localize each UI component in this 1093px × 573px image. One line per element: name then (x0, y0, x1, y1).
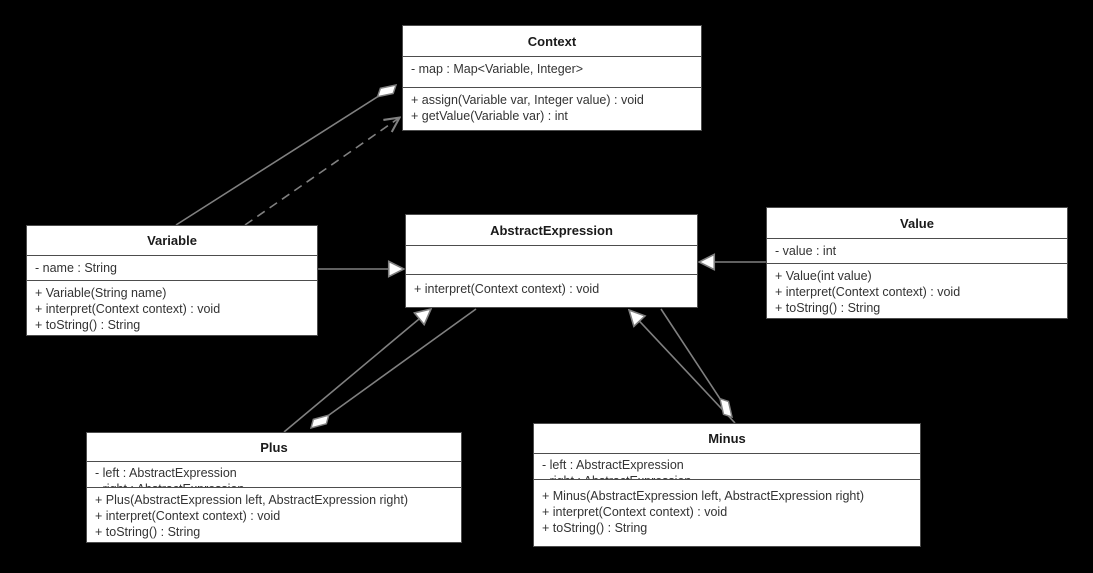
attributes-compartment-minus: - left : AbstractExpression - right : Ab… (534, 453, 920, 479)
operation-row: + toString() : String (775, 301, 881, 315)
operations-compartment-value: + Value(int value) + interpret(Context c… (767, 263, 1067, 319)
operations-compartment-abstractexpression: + interpret(Context context) : void (406, 274, 697, 308)
operation-row: + assign(Variable var, Integer value) : … (411, 93, 644, 107)
attribute-row: - value : int (775, 244, 837, 258)
operations-compartment-context: + assign(Variable var, Integer value) : … (403, 87, 701, 130)
attribute-row: - map : Map<Variable, Integer> (411, 62, 584, 76)
uml-class-abstractexpression[interactable]: AbstractExpression + interpret(Context c… (405, 214, 698, 308)
attribute-row: - right : AbstractExpression (95, 481, 453, 487)
attribute-row: - name : String (35, 261, 117, 275)
attributes-compartment-abstractexpression (406, 245, 697, 274)
edge-variable-context-aggregation (175, 85, 396, 226)
class-name-plus: Plus (260, 439, 288, 455)
uml-class-context[interactable]: Context - map : Map<Variable, Integer> +… (402, 25, 702, 131)
attribute-row: - right : AbstractExpression (542, 473, 912, 479)
class-name-minus: Minus (708, 431, 746, 446)
edge-abstractexpression-minus-aggregation (660, 308, 732, 417)
class-name-abstractexpression: AbstractExpression (490, 222, 613, 238)
edge-variable-context-dependency (244, 118, 399, 226)
uml-class-variable[interactable]: Variable - name : String + Variable(Stri… (26, 225, 318, 336)
operation-row: + toString() : String (35, 318, 141, 332)
attributes-compartment-value: - value : int (767, 238, 1067, 263)
uml-class-minus[interactable]: Minus - left : AbstractExpression - righ… (533, 423, 921, 547)
operation-row: + interpret(Context context) : void (775, 285, 961, 299)
operation-row: + interpret(Context context) : void (95, 509, 281, 523)
operation-row: + Minus(AbstractExpression left, Abstrac… (542, 489, 865, 503)
operations-compartment-variable: + Variable(String name) + interpret(Cont… (27, 280, 317, 336)
operation-row: + toString() : String (95, 525, 201, 539)
attribute-row: - left : AbstractExpression (95, 466, 237, 480)
operations-compartment-plus: + Plus(AbstractExpression left, Abstract… (87, 487, 461, 542)
attribute-row: - left : AbstractExpression (542, 458, 684, 472)
class-name-value: Value (900, 215, 934, 231)
uml-class-value[interactable]: Value - value : int + Value(int value) +… (766, 207, 1068, 319)
uml-class-plus[interactable]: Plus - left : AbstractExpression - right… (86, 432, 462, 543)
operation-row: + getValue(Variable var) : int (411, 109, 568, 123)
operation-row: + Plus(AbstractExpression left, Abstract… (95, 493, 408, 507)
edge-minus-abstractexpression-generalization (629, 310, 736, 424)
operation-row: + interpret(Context context) : void (35, 302, 221, 316)
operation-row: + toString() : String (542, 521, 648, 535)
edge-abstractexpression-plus-aggregation (311, 308, 477, 428)
class-name-variable: Variable (147, 233, 197, 248)
attributes-compartment-variable: - name : String (27, 255, 317, 280)
operation-row: + Value(int value) (775, 269, 872, 283)
operations-compartment-minus: + Minus(AbstractExpression left, Abstrac… (534, 479, 920, 546)
operation-row: + Variable(String name) (35, 286, 167, 300)
attributes-compartment-plus: - left : AbstractExpression - right : Ab… (87, 461, 461, 487)
class-name-context: Context (527, 33, 577, 49)
operation-row: + interpret(Context context) : void (542, 505, 728, 519)
operation-row: + interpret(Context context) : void (414, 282, 600, 296)
attributes-compartment-context: - map : Map<Variable, Integer> (403, 56, 701, 87)
